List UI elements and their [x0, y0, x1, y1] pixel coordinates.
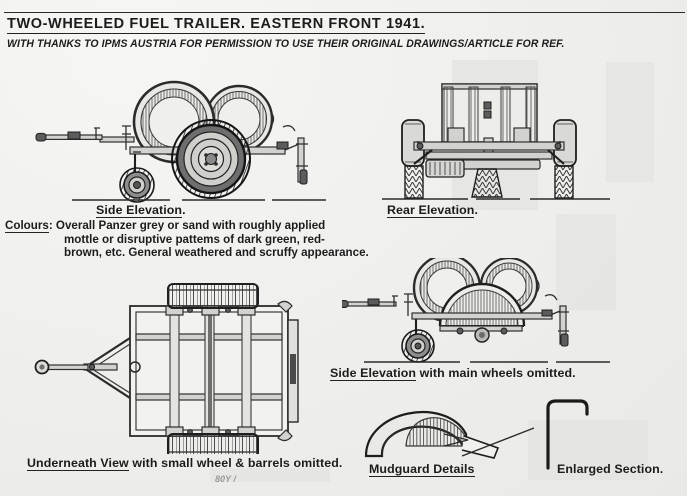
caption-side-elevation-no-wheels: Side Elevation with main wheels omitted. — [330, 366, 576, 381]
chassis-rail-nw — [411, 312, 553, 343]
figure-side-elevation — [34, 78, 334, 210]
enlarged-section-drawing — [546, 399, 589, 470]
side-elevation-no-wheels-drawing — [342, 258, 610, 363]
side-elevation-drawing — [35, 80, 326, 203]
leader-line — [461, 427, 535, 457]
faint-annotation: 80Y / — [215, 474, 236, 484]
colours-line-1: Overall Panzer grey or sand with roughly… — [55, 219, 326, 232]
centre-support-rear — [471, 168, 503, 198]
figure-underneath-view — [22, 276, 322, 454]
main-wheel-side — [171, 119, 251, 199]
header-rule — [4, 12, 685, 13]
scan-blotch — [210, 468, 330, 482]
leaf-spring-bottom-under — [167, 433, 259, 454]
a-frame-drawbar-under — [34, 337, 141, 399]
leaf-spring-top-under — [167, 283, 259, 309]
page-title: TWO-WHEELED FUEL TRAILER. EASTERN FRONT … — [7, 16, 426, 34]
figure-rear-elevation — [374, 80, 646, 204]
brace-left — [413, 149, 433, 165]
mudguard-detail-drawing — [364, 411, 535, 459]
scan-blotch — [606, 62, 654, 182]
drawbar-side — [35, 125, 131, 150]
cross-members-under — [135, 305, 283, 437]
figure-mudguard-details — [358, 392, 558, 472]
rear-panel-under — [277, 300, 299, 442]
rear-fitting-nw — [541, 294, 569, 347]
barrel-rack-rear — [441, 83, 538, 159]
rear-fitting-side — [276, 125, 308, 185]
jockey-wheel-side — [119, 151, 155, 203]
caption-underneath-view: Underneath View with small wheel & barre… — [27, 456, 343, 471]
drawbar-nw — [342, 293, 413, 316]
caption-enlarged-section: Enlarged Section. — [557, 462, 664, 476]
colours-line-3: brown, etc. General weathered and scruff… — [64, 246, 369, 260]
jockey-wheel-nw — [401, 319, 435, 363]
rear-elevation-drawing — [382, 83, 610, 200]
caption-mudguard-details: Mudguard Details — [369, 462, 475, 477]
mudguard-inner-face — [405, 417, 465, 447]
colours-label: Colours — [5, 219, 49, 233]
mounting-bracket — [461, 435, 500, 459]
underneath-view-drawing — [34, 283, 299, 454]
figure-side-elevation-no-wheels — [342, 258, 642, 368]
leaf-spring-left-rear — [404, 165, 424, 199]
caption-side-elevation: Side Elevation. — [96, 203, 186, 218]
credit-line: WITH THANKS TO IPMS AUSTRIA FOR PERMISSI… — [7, 38, 565, 50]
colours-line-2: mottle or disruptive pattems of dark gre… — [64, 232, 325, 246]
scan-blotch — [556, 214, 616, 310]
brace-right — [547, 149, 565, 165]
silencer-box-rear — [425, 159, 465, 178]
figure-enlarged-section — [540, 398, 610, 470]
leaf-spring-right-rear — [554, 165, 574, 199]
leader-arrow — [443, 433, 469, 447]
caption-rear-elevation: Rear Elevation. — [387, 203, 479, 218]
colours-note: Colours: Overall Panzer grey or sand wit… — [5, 219, 369, 260]
section-profile — [546, 399, 589, 470]
